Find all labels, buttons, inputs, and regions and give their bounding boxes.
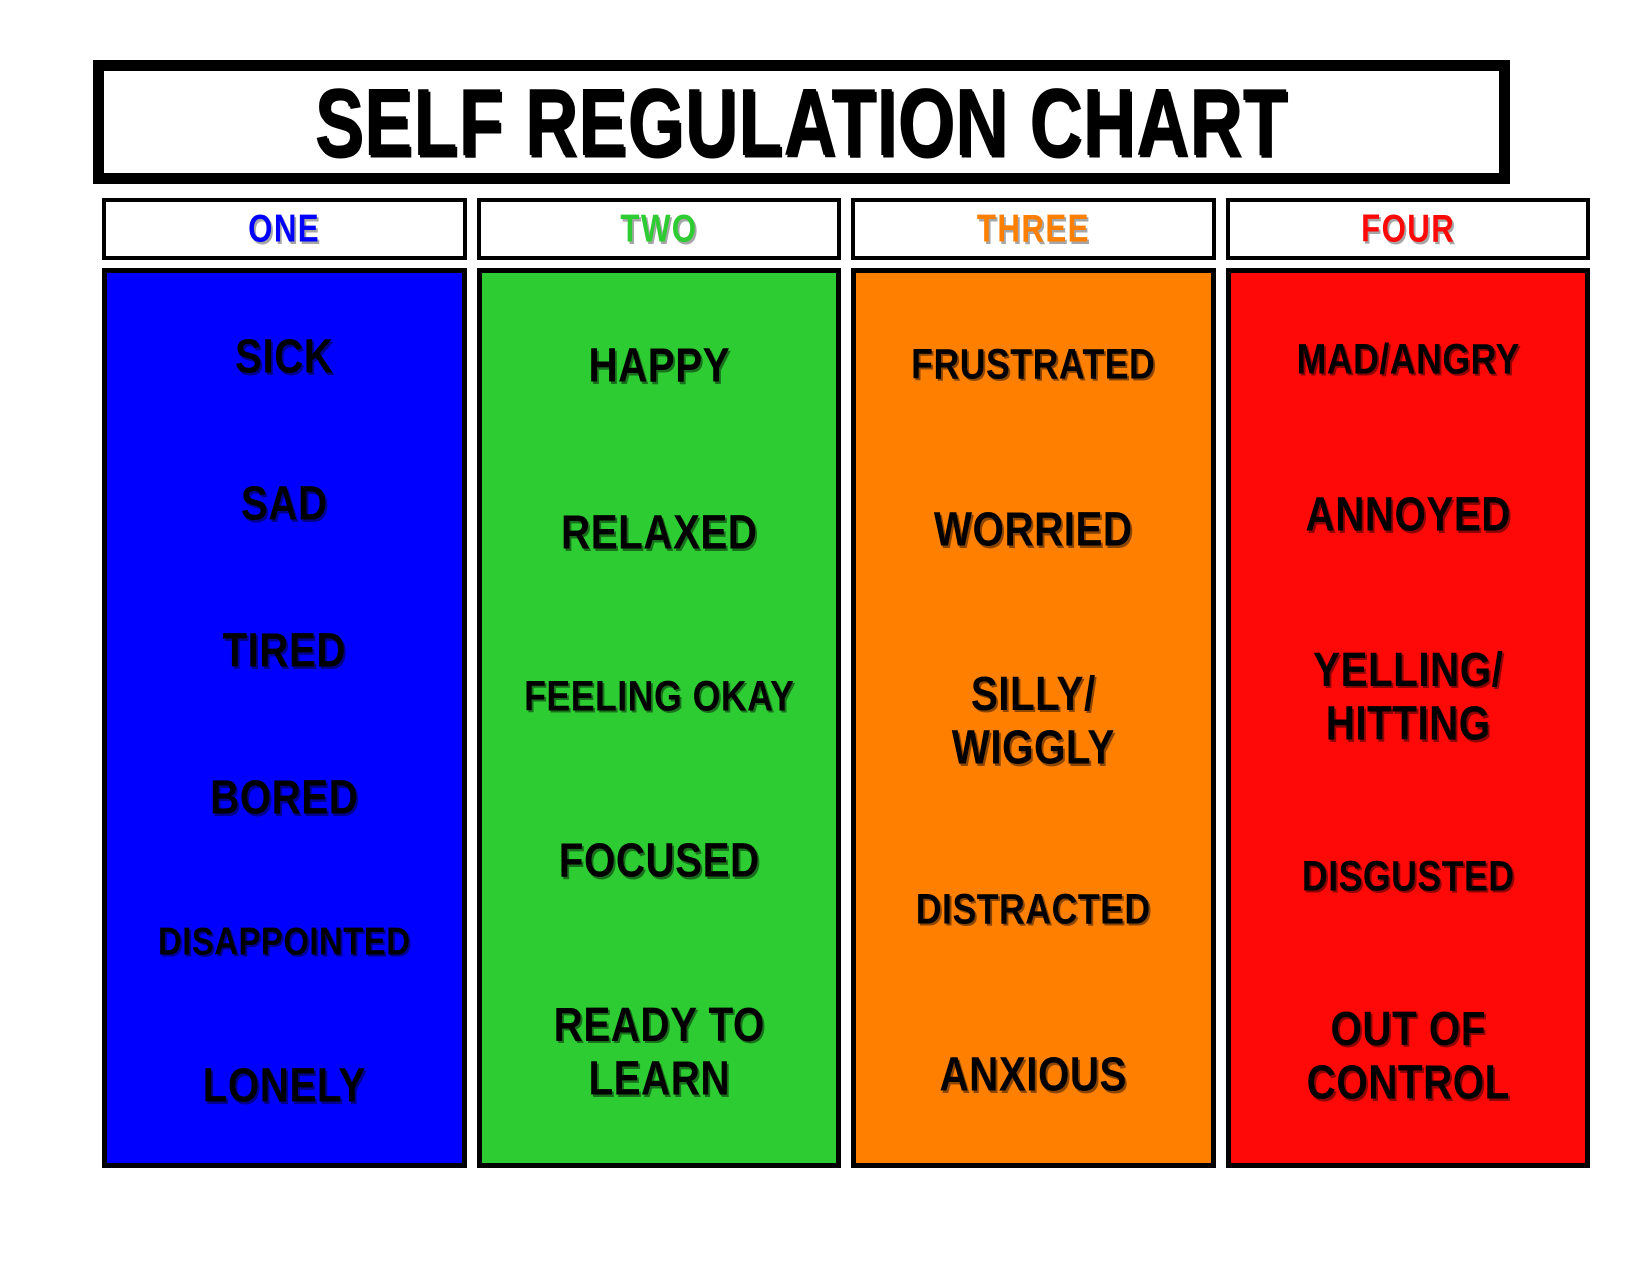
zone-four-item: DISGUSTED xyxy=(1301,853,1515,901)
zone-three-item: FRUSTRATED xyxy=(911,341,1156,389)
zone-header-two-label: TWO xyxy=(620,207,698,251)
zone-four-item: YELLING/ HITTING xyxy=(1312,643,1503,751)
zone-one-item: LONELY xyxy=(202,1058,366,1113)
zone-header-four[interactable]: FOUR xyxy=(1225,198,1590,260)
page-title: SELF REGULATION CHART xyxy=(314,68,1289,176)
chart-title-box: SELF REGULATION CHART xyxy=(93,60,1510,184)
zone-column-four[interactable]: MAD/ANGRY ANNOYED YELLING/ HITTING DISGU… xyxy=(1225,268,1590,1168)
zone-column-two[interactable]: HAPPY RELAXED FEELING OKAY FOCUSED READY… xyxy=(476,268,841,1168)
zone-four-item: OUT OF CONTROL xyxy=(1306,1002,1510,1110)
zone-header-two[interactable]: TWO xyxy=(476,198,841,260)
zone-three-item: WORRIED xyxy=(933,502,1133,557)
zone-header-one-label: ONE xyxy=(248,207,321,251)
self-regulation-chart: SELF REGULATION CHART ONE TWO THREE FOUR… xyxy=(93,60,1590,1170)
zone-two-item: FOCUSED xyxy=(558,834,760,889)
zone-two-item: HAPPY xyxy=(587,339,730,394)
zone-one-item: SAD xyxy=(240,476,328,531)
zone-column-three[interactable]: FRUSTRATED WORRIED SILLY/ WIGGLY DISTRAC… xyxy=(851,268,1216,1168)
zone-four-item: MAD/ANGRY xyxy=(1296,336,1520,384)
zone-header-four-label: FOUR xyxy=(1360,207,1455,251)
zone-one-item: DISAPPOINTED xyxy=(158,919,411,963)
zone-column-one[interactable]: SICK SAD TIRED BORED DISAPPOINTED LONELY xyxy=(102,268,467,1168)
zone-columns-row: SICK SAD TIRED BORED DISAPPOINTED LONELY… xyxy=(102,268,1590,1168)
zone-one-item: BORED xyxy=(210,770,359,825)
zone-three-item: SILLY/ WIGGLY xyxy=(951,667,1115,775)
zone-header-three-label: THREE xyxy=(976,207,1090,251)
zone-two-item: RELAXED xyxy=(560,505,757,560)
zone-three-item: ANXIOUS xyxy=(939,1048,1127,1103)
zone-three-item: DISTRACTED xyxy=(915,886,1151,934)
zone-one-item: TIRED xyxy=(222,623,347,678)
zone-four-item: ANNOYED xyxy=(1305,488,1511,543)
zone-header-one[interactable]: ONE xyxy=(102,198,467,260)
zone-two-item: FEELING OKAY xyxy=(523,673,794,721)
zone-one-item: SICK xyxy=(235,329,334,384)
zone-two-item: READY TO LEARN xyxy=(553,997,765,1106)
zone-header-row: ONE TWO THREE FOUR xyxy=(102,198,1590,260)
zone-header-three[interactable]: THREE xyxy=(851,198,1216,260)
